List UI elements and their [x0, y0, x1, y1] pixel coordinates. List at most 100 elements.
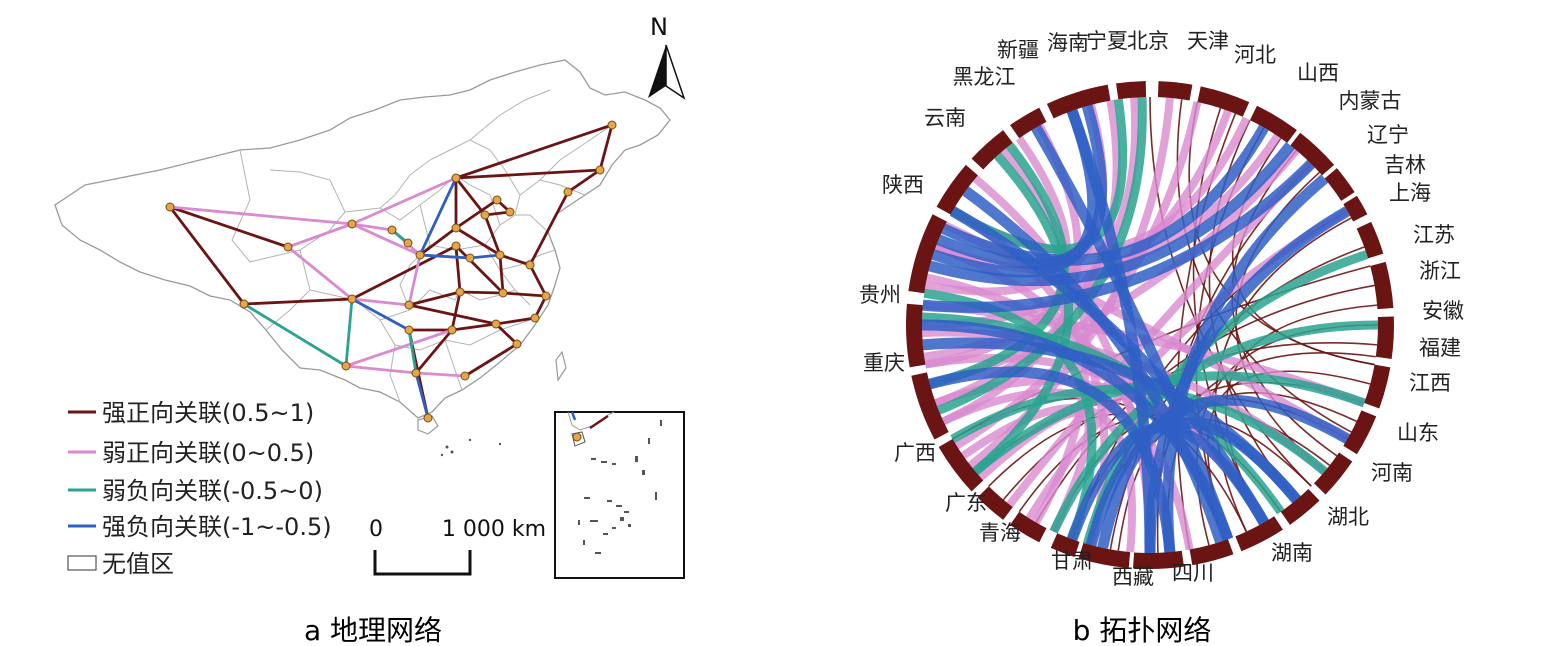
chord-arc-segment [1132, 550, 1184, 569]
province-label: 安徽 [1422, 299, 1464, 323]
chord-arc-segment [1046, 95, 1073, 119]
chord-link [1231, 149, 1338, 457]
north-arrow: N [648, 13, 686, 100]
chord-link [960, 404, 1137, 553]
chord-arc-segment [1010, 511, 1047, 543]
province-label: 广东 [945, 491, 987, 515]
small-islands [440, 438, 502, 457]
north-label: N [650, 13, 668, 41]
legend-label-no-data: 无值区 [102, 550, 174, 578]
chord-link [1031, 124, 1234, 542]
province-label: 福建 [1419, 336, 1461, 360]
chord-arc-segment [1157, 81, 1193, 101]
chord-arc-segment [1010, 107, 1047, 139]
chord-link [1176, 99, 1352, 433]
chord-arcs [906, 81, 1394, 569]
province-label: 上海 [1389, 181, 1431, 205]
province-label: 甘肃 [1051, 549, 1093, 573]
network-nodes [165, 120, 617, 423]
chord-arc-segment [977, 486, 1013, 520]
province-label: 青海 [979, 521, 1021, 545]
chord-link [928, 141, 1295, 287]
chord-arc-segment [1343, 410, 1377, 455]
province-label: 山东 [1397, 421, 1439, 445]
caption-b: b 拓扑网络 [1073, 614, 1212, 646]
chord-link [972, 152, 1074, 476]
chord-arc-segment [1078, 543, 1131, 569]
chord-link [1085, 394, 1351, 547]
chord-arc-segment [911, 372, 949, 440]
chord-arc-segment [1314, 452, 1353, 495]
scale-start-label: 0 [369, 517, 383, 542]
chord-link [936, 104, 1107, 269]
network-edges [168, 123, 614, 420]
chord-arc-segment [1290, 132, 1335, 176]
province-label: 山西 [1297, 61, 1339, 85]
province-label: 湖北 [1327, 505, 1369, 529]
province-label: 河南 [1371, 461, 1413, 485]
chord-arc-segment [1324, 168, 1355, 201]
topological-network-panel: 宁夏北京天津河北山西内蒙古辽宁吉林上海江苏浙江安徽福建江西山东河南湖北湖南四川西… [859, 29, 1464, 646]
chord-link [1066, 108, 1156, 554]
chord-arc-segment [1280, 489, 1320, 525]
province-label: 河北 [1234, 43, 1276, 67]
chord-link [934, 133, 1281, 274]
legend-label-weak-positive: 弱正向关联(0~0.5) [102, 439, 314, 467]
province-label: 云南 [924, 106, 966, 130]
chord-arc-segment [1370, 261, 1394, 310]
chord-arc-segment [1050, 533, 1080, 558]
legend-label-strong-negative: 强负向关联(-1~-0.5) [102, 513, 332, 541]
chord-arc-segment [1189, 539, 1234, 566]
province-label: 新疆 [997, 38, 1039, 62]
province-label: 重庆 [863, 351, 905, 375]
chord-link [1149, 96, 1312, 487]
province-label: 四川 [1172, 561, 1214, 585]
province-label: 北京 [1127, 29, 1169, 53]
chord-arc-segment [1235, 516, 1283, 552]
chord-arc-segment [1343, 195, 1368, 222]
province-label: 内蒙古 [1339, 89, 1402, 113]
chord-link [1188, 101, 1375, 366]
province-label: 浙江 [1419, 259, 1461, 283]
south-china-sea-inset [554, 411, 685, 579]
legend-label-weak-negative: 弱负向关联(-0.5~0) [102, 477, 323, 505]
china-outline [54, 59, 671, 419]
chord-link [941, 124, 1269, 266]
chord-link [928, 366, 1176, 553]
chord-arc-segment [906, 303, 926, 368]
caption-a: a 地理网络 [304, 614, 442, 646]
chord-links [921, 96, 1379, 554]
province-label: 吉林 [1384, 153, 1426, 177]
province-label: 辽宁 [1367, 123, 1409, 147]
map-legend: 强正向关联(0.5~1) 弱正向关联(0~0.5) 弱负向关联(-0.5~0) … [67, 399, 332, 578]
chord-link [922, 159, 1316, 313]
chord-arc-segment [1356, 221, 1384, 259]
province-label: 黑龙江 [953, 65, 1016, 89]
chord-link [1035, 284, 1375, 523]
province-label: 西藏 [1112, 565, 1154, 589]
province-label: 宁夏 [1086, 29, 1128, 53]
province-label: 天津 [1187, 29, 1229, 53]
geographic-network-panel: N [54, 13, 686, 646]
province-label: 贵州 [859, 283, 901, 307]
scale-bar: 0 1 000 km [369, 517, 546, 576]
taiwan-island [555, 350, 567, 382]
province-label: 江苏 [1413, 223, 1455, 247]
chord-arc-segment [1375, 316, 1394, 359]
chord-arc-segment [908, 214, 947, 294]
chord-arc-segment [971, 130, 1013, 170]
chord-arc-segment [936, 164, 978, 215]
province-label: 广西 [894, 441, 936, 465]
province-label: 陕西 [882, 173, 924, 197]
chord-arc-segment [1364, 364, 1391, 409]
province-label: 海南 [1047, 31, 1089, 55]
scale-end-label: 1 000 km [442, 517, 546, 542]
chord-link [1162, 174, 1329, 553]
province-label: 湖南 [1271, 541, 1313, 565]
chord-arc-segment [1074, 84, 1111, 109]
chord-arc-segment [1249, 105, 1297, 143]
chord-arc-segment [1197, 86, 1250, 117]
legend-label-strong-positive: 强正向关联(0.5~1) [102, 399, 314, 427]
chord-arc-segment [938, 439, 984, 492]
